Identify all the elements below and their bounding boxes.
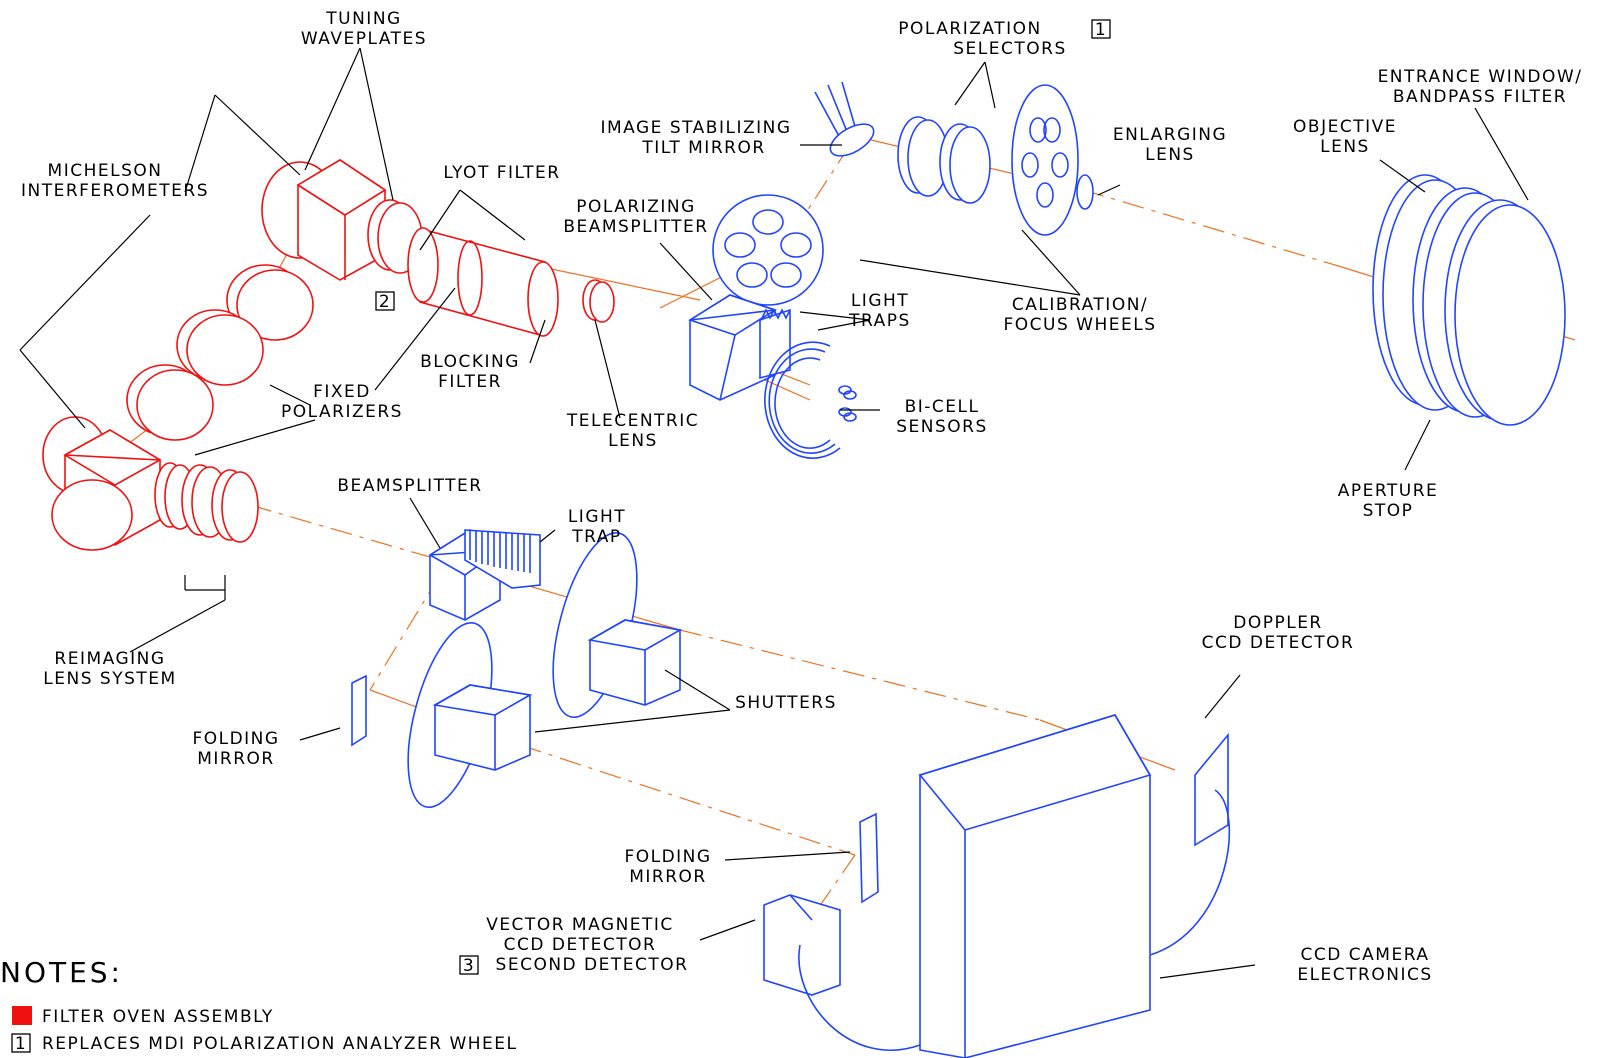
note-item-1: REPLACES MDI POLARIZATION ANALYZER WHEEL xyxy=(42,1034,518,1054)
polarization-selectors-note: 1 xyxy=(1095,20,1107,40)
notes-section: NOTES: FILTER OVEN ASSEMBLY 1 REPLACES M… xyxy=(0,956,518,1054)
note-item-0: FILTER OVEN ASSEMBLY xyxy=(42,1007,274,1027)
shutters-label: SHUTTERS xyxy=(735,693,837,713)
beamsplitter-label: BEAMSPLITTER xyxy=(337,476,482,496)
note-item-1-marker: 1 xyxy=(15,1034,27,1054)
optical-components xyxy=(352,82,1565,1058)
entrance-window-label: ENTRANCE WINDOW/BANDPASS FILTER xyxy=(1378,67,1583,107)
notes-heading: NOTES: xyxy=(0,956,123,989)
calibration-label: CALIBRATION/FOCUS WHEELS xyxy=(1003,295,1156,335)
lyot-filter-label: LYOT FILTER xyxy=(443,163,560,183)
vector-magnetic-note: 3 xyxy=(463,956,475,976)
waveplate-note: 2 xyxy=(379,292,391,312)
filter-oven-swatch xyxy=(12,1006,32,1025)
tilt-mirror xyxy=(815,82,879,162)
filter-oven-assembly xyxy=(43,160,614,550)
